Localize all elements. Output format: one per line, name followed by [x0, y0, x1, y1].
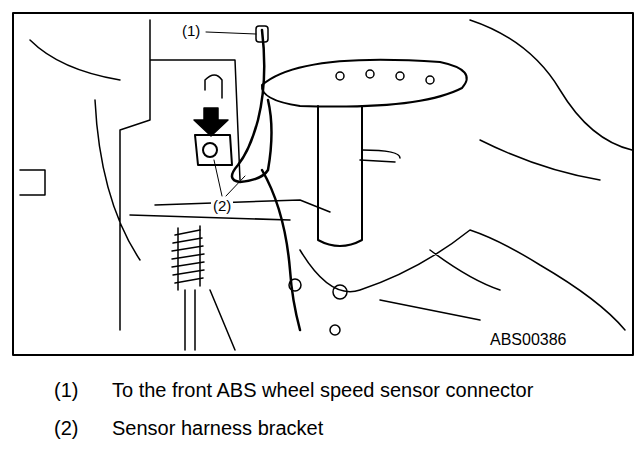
axle: [178, 226, 235, 350]
sensor-connector: [256, 26, 268, 42]
leader-line: [214, 160, 245, 196]
callout-number: (2): [54, 417, 78, 440]
mount-hole: [396, 72, 404, 80]
bolt: [333, 285, 347, 299]
mount-hole: [336, 72, 344, 80]
direction-arrow: [194, 108, 228, 136]
strut-tube: [318, 106, 362, 246]
sensor-harness: [262, 170, 300, 330]
bracket-bolt: [203, 143, 217, 157]
frame: [13, 13, 633, 355]
figure-code: ABS00386: [488, 331, 569, 349]
bracket-clip: [205, 75, 222, 98]
harness-bracket: [195, 135, 232, 165]
bolt: [330, 325, 340, 335]
callout-description: Sensor harness bracket: [112, 417, 323, 440]
mount-hole: [366, 70, 374, 78]
brake-line: [360, 150, 400, 162]
callout-description: To the front ABS wheel speed sensor conn…: [112, 379, 533, 402]
callout-number: (1): [54, 379, 78, 402]
strut-mount: [262, 60, 467, 107]
callout-number: (2): [211, 197, 233, 214]
knuckle: [300, 230, 625, 330]
callout-number: (1): [180, 22, 202, 39]
wheel-arch: [470, 20, 632, 180]
body-panel: [20, 20, 240, 330]
mount-hole: [426, 76, 434, 84]
boot: [172, 230, 204, 283]
leader-line: [206, 32, 256, 34]
sensor-harness: [232, 30, 272, 182]
